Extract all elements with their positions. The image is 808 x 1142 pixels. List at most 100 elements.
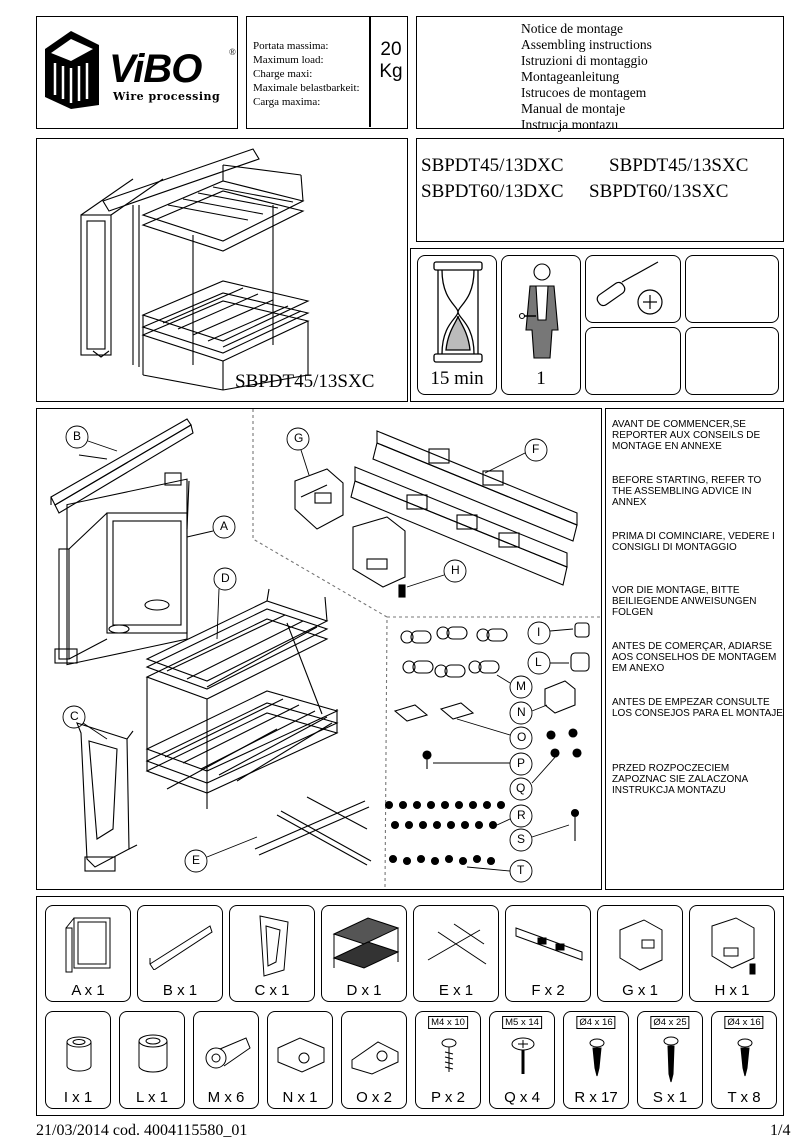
part-letter: E: [438, 982, 449, 999]
part-c-caption: C x 1: [254, 982, 290, 999]
part-p-spec: M4 x 10: [428, 1016, 468, 1029]
part-l: L x 1: [119, 1011, 185, 1109]
part-qty: 6: [236, 1089, 245, 1106]
part-a-icon: [65, 917, 111, 973]
advice-pt: ANTES DE COMERÇAR, ADIARSE AOS CONSELHOS…: [612, 641, 777, 674]
callout-q: Q: [516, 781, 526, 795]
part-t: Ø4 x 16 T x 8: [711, 1011, 777, 1109]
part-letter: B: [162, 982, 173, 999]
part-a: A x 1: [45, 905, 131, 1002]
part-qty: 1: [464, 982, 474, 999]
part-d-caption: D x 1: [346, 982, 382, 999]
callout-i: I: [537, 625, 541, 639]
advice-fr: AVANT DE COMMENCER,SE REPORTER AUX CONSE…: [612, 419, 761, 452]
registered-mark: ®: [229, 47, 236, 57]
advice-it: PRIMA DI COMINCIARE, VEDERE I CONSIGLI D…: [612, 531, 775, 553]
part-o-caption: O x 2: [356, 1089, 392, 1106]
callout-n: N: [517, 705, 526, 719]
part-m-caption: M x 6: [207, 1089, 245, 1106]
callout-f: F: [532, 442, 540, 456]
part-r-spec: Ø4 x 16: [576, 1016, 616, 1029]
callout-g: G: [294, 431, 304, 445]
part-qty: 1: [281, 982, 290, 999]
part-f-caption: F x 2: [531, 982, 565, 999]
callout-m: M: [516, 679, 526, 693]
part-b-icon: [149, 925, 213, 970]
document-code: 21/03/2014 cod. 4004115580_01: [36, 1122, 248, 1139]
part-qty: 1: [309, 1089, 318, 1106]
notice-line: Montageanleitung: [521, 69, 620, 84]
part-letter: M: [207, 1089, 221, 1106]
part-qty: 2: [556, 982, 565, 999]
callout-l: L: [535, 655, 542, 669]
brand-logo-text: ViBO: [109, 47, 202, 91]
part-n: N x 1: [267, 1011, 333, 1109]
brand-subtitle: Wire processing: [113, 90, 221, 103]
callout-b: B: [73, 429, 82, 443]
advice-pl: PRZED ROZPOCZECIEM ZAPOZNAC SIE ZALACZON…: [612, 763, 748, 796]
part-b-caption: B x 1: [162, 982, 198, 999]
part-p: M4 x 10 P x 2: [415, 1011, 481, 1109]
callout-r: R: [517, 808, 526, 822]
part-q: M5 x 14 Q x 4: [489, 1011, 555, 1109]
part-letter: I: [63, 1089, 68, 1106]
part-q-caption: Q x 4: [504, 1089, 540, 1106]
part-c: C x 1: [229, 905, 315, 1002]
max-load-labels: Portata massima: Maximum load: Charge ma…: [253, 39, 360, 109]
load-label: Maximum load:: [253, 54, 324, 66]
load-label: Portata massima:: [253, 40, 329, 52]
model-code: SBPDT45/13DXC: [421, 155, 564, 176]
part-qty: 1: [188, 982, 198, 999]
part-letter: Q: [504, 1089, 516, 1106]
part-n-caption: N x 1: [282, 1089, 318, 1106]
part-letter: H: [714, 982, 726, 999]
callout-o: O: [517, 730, 527, 744]
part-qty: 1: [96, 982, 105, 999]
notice-line: Instrucja montazu: [521, 117, 619, 132]
part-qty: 1: [649, 982, 658, 999]
advice-box: AVANT DE COMMENCER,SE REPORTER AUX CONSE…: [605, 408, 784, 890]
load-number: 20: [380, 39, 402, 60]
part-letter: F: [531, 982, 541, 999]
part-letter: T: [727, 1089, 737, 1106]
requirements-box: 15 min 1: [410, 248, 784, 402]
part-i-icon: [66, 1036, 92, 1072]
empty-tile: [585, 327, 681, 395]
part-d-icon: [332, 917, 400, 969]
persons-tile: 1: [501, 255, 581, 395]
part-s: Ø4 x 25 S x 1: [637, 1011, 703, 1109]
brand-box: ViBO ® Wire processing: [36, 16, 238, 129]
callout-a: A: [220, 519, 229, 533]
persons-value: 1: [536, 368, 546, 389]
part-o: O x 2: [341, 1011, 407, 1109]
part-e-icon: [427, 923, 487, 965]
part-letter: O: [356, 1089, 368, 1106]
empty-tile: [685, 327, 779, 395]
time-tile: 15 min: [417, 255, 497, 395]
load-label: Charge maxi:: [253, 68, 313, 80]
part-r-caption: R x 17: [574, 1089, 618, 1106]
part-g-caption: G x 1: [622, 982, 658, 999]
load-label: Carga maxima:: [253, 96, 321, 108]
part-g-icon: [619, 919, 663, 971]
part-s-caption: S x 1: [652, 1089, 688, 1106]
part-d: D x 1: [321, 905, 407, 1002]
advice-en: BEFORE STARTING, REFER TO THE ASSEMBLING…: [612, 475, 762, 508]
part-letter: G: [622, 982, 634, 999]
part-t-caption: T x 8: [727, 1089, 761, 1106]
load-label: Maximale belastbarkeit:: [253, 82, 360, 94]
part-h-icon: [711, 917, 756, 975]
max-load-box: Portata massima: Maximum load: Charge ma…: [246, 16, 408, 129]
load-unit: Kg: [379, 61, 403, 82]
product-box: SBPDT45/13SXC: [36, 138, 408, 402]
part-h-caption: H x 1: [714, 982, 750, 999]
part-qty: 2: [383, 1089, 392, 1106]
exploded-view-box: B A D C E G F H I L M N O P Q R S T: [36, 408, 602, 890]
notice-line: Assembling instructions: [521, 37, 652, 52]
part-letter: L: [136, 1089, 144, 1106]
notice-line: Notice de montage: [521, 21, 623, 36]
part-qty: 8: [752, 1089, 761, 1106]
hourglass-icon: [433, 261, 483, 363]
